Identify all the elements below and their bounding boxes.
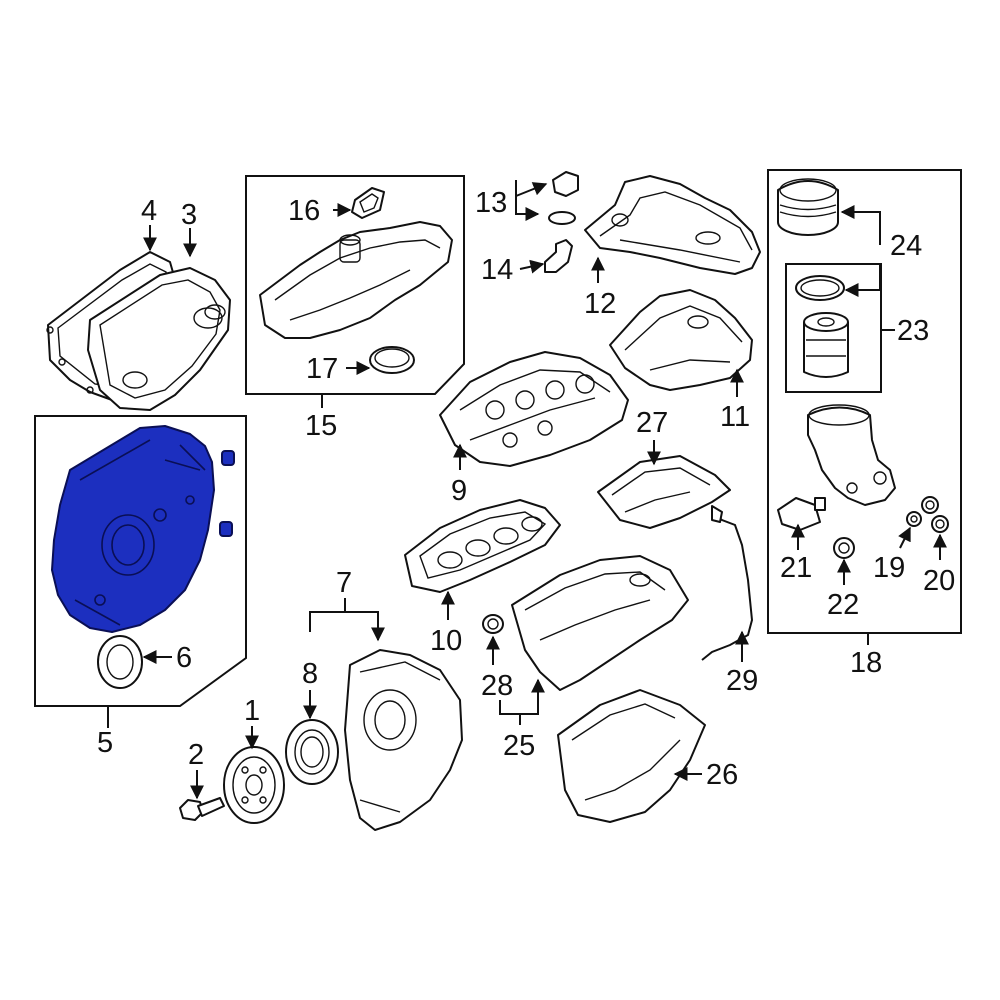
callout-27[interactable]: 27: [636, 407, 668, 439]
part-24-filter-cap[interactable]: [777, 178, 839, 236]
part-5-dowels: [219, 450, 235, 537]
part-3-cover[interactable]: [87, 267, 231, 411]
part-29-dipstick[interactable]: [701, 505, 754, 661]
callout-3[interactable]: 3: [181, 199, 197, 231]
callout-labels: 4 3 5 6 16 17 15 13 14 12 11 9 27 10 28 …: [97, 187, 955, 791]
callout-4[interactable]: 4: [141, 195, 157, 227]
part-26-oil-pan-lower[interactable]: [557, 689, 706, 823]
callout-23[interactable]: 23: [897, 315, 929, 347]
group-box-5: [34, 415, 247, 707]
callout-7[interactable]: 7: [336, 567, 352, 599]
callout-11[interactable]: 11: [720, 401, 750, 433]
part-19-oring[interactable]: [906, 511, 922, 527]
part-7-cover[interactable]: [344, 649, 463, 831]
callout-5[interactable]: 5: [97, 727, 113, 759]
callout-25[interactable]: 25: [503, 730, 535, 762]
callout-20[interactable]: 20: [923, 565, 955, 597]
callout-10[interactable]: 10: [430, 625, 462, 657]
part-12-engine-cover[interactable]: [584, 175, 761, 275]
callout-14[interactable]: 14: [481, 254, 513, 286]
callout-29[interactable]: 29: [726, 665, 758, 697]
callout-24[interactable]: 24: [890, 230, 922, 262]
part-5-timing-cover[interactable]: [51, 425, 215, 633]
part-8-seal[interactable]: [285, 719, 339, 785]
callout-1[interactable]: 1: [244, 695, 260, 727]
callout-8[interactable]: 8: [302, 658, 318, 690]
callout-17[interactable]: 17: [306, 353, 338, 385]
callout-18[interactable]: 18: [850, 647, 882, 679]
part-23-filter-element[interactable]: [803, 312, 849, 378]
part-6-seal[interactable]: [97, 635, 143, 689]
group-box-15: [245, 175, 465, 395]
part-25-oil-pan-upper[interactable]: [511, 555, 689, 691]
part-9-camshaft-housing[interactable]: [439, 351, 629, 467]
part-13-sensor[interactable]: [548, 171, 579, 225]
part-15-intake-manifold[interactable]: [259, 221, 453, 339]
group-box-18: [767, 169, 962, 634]
leader-lines: [107, 180, 947, 800]
part-11-engine-cover-lower[interactable]: [609, 289, 753, 391]
part-16-gasket[interactable]: [351, 187, 385, 219]
part-18-filter-housing[interactable]: [807, 404, 896, 506]
part-14-fitting[interactable]: [544, 239, 573, 273]
callout-16[interactable]: 16: [288, 195, 320, 227]
part-21-sensor[interactable]: [777, 497, 826, 531]
callout-28[interactable]: 28: [481, 670, 513, 702]
callout-19[interactable]: 19: [873, 552, 905, 584]
part-27-bracket[interactable]: [597, 455, 731, 529]
part-2-bolt[interactable]: [179, 797, 225, 821]
callout-2[interactable]: 2: [188, 739, 204, 771]
group-box-23: [785, 263, 882, 393]
callout-21[interactable]: 21: [780, 552, 812, 584]
part-1-pulley[interactable]: [223, 746, 285, 824]
callout-12[interactable]: 12: [584, 288, 616, 320]
callout-6[interactable]: 6: [176, 642, 192, 674]
part-23-oring[interactable]: [795, 275, 845, 301]
part-17-oring[interactable]: [369, 346, 415, 374]
part-28-drain-plug[interactable]: [482, 614, 504, 634]
callout-15[interactable]: 15: [305, 410, 337, 442]
part-10-gasket[interactable]: [404, 499, 561, 593]
part-22-washer[interactable]: [833, 537, 855, 559]
callout-26[interactable]: 26: [706, 759, 738, 791]
callout-9[interactable]: 9: [451, 475, 467, 507]
callout-22[interactable]: 22: [827, 589, 859, 621]
part-20-oring[interactable]: [921, 496, 949, 533]
callout-13[interactable]: 13: [475, 187, 507, 219]
